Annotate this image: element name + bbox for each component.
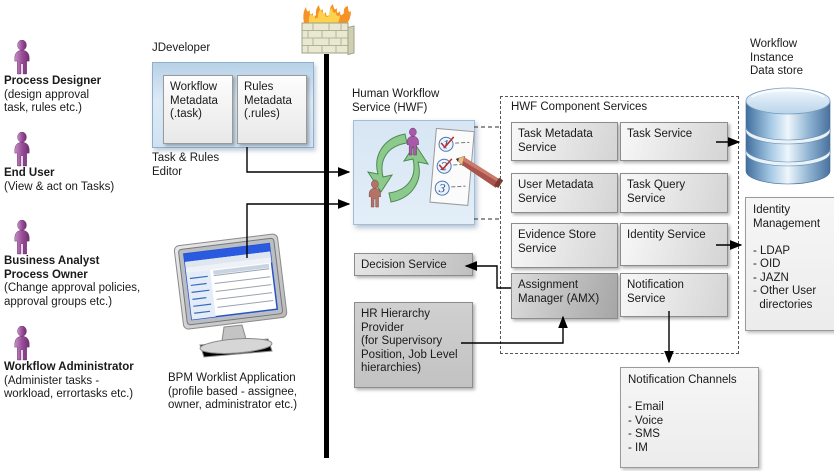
notification-service-box: Notification Service: [620, 273, 728, 317]
task-query-service-box: Task Query Service: [620, 173, 728, 213]
actor-name: Workflow Administrator: [4, 361, 134, 373]
actor-name: Business Analyst Process Owner: [4, 255, 100, 281]
checklist-icon: 123: [429, 127, 475, 206]
evidence-store-service-box: Evidence Store Service: [511, 223, 618, 268]
actor-desc: (Administer tasks - workload, errortasks…: [4, 374, 134, 401]
assignment-manager-box: Assignment Manager (AMX): [511, 273, 618, 319]
actor-name: Process Designer: [4, 75, 102, 87]
flames: [303, 4, 351, 25]
identity-service-box: Identity Service: [620, 223, 728, 266]
task-service-box: Task Service: [620, 122, 728, 161]
actor-end-user: End User (View & act on Tasks): [4, 132, 164, 194]
decision-service-box: Decision Service: [354, 253, 473, 276]
rules-metadata-box: Rules Metadata (.rules): [237, 75, 307, 144]
datastore-label: Workflow Instance Data store: [750, 38, 804, 77]
workflow-metadata-box: Workflow Metadata (.task): [163, 75, 233, 144]
task-metadata-service-box: Task Metadata Service: [511, 122, 618, 161]
svg-text:2: 2: [439, 160, 448, 174]
bpm-worklist-caption: BPM Worklist Application (profile based …: [168, 372, 298, 411]
task-rules-editor-caption: Task & Rules Editor: [152, 152, 220, 178]
identity-management-box: Identity Management - LDAP - OID - JAZN …: [745, 197, 834, 331]
database-icon: [745, 87, 831, 185]
user-metadata-service-box: User Metadata Service: [511, 173, 618, 213]
jdeveloper-box: Workflow Metadata (.task) Rules Metadata…: [152, 62, 314, 148]
person-icon: [14, 132, 30, 167]
actor-desc: (design approval task, rules etc.): [4, 88, 90, 115]
firewall-icon: [301, 4, 355, 56]
hwf-title: Human Workflow Service (HWF): [352, 88, 440, 114]
actor-process-designer: Process Designer (design approval task, …: [4, 40, 164, 116]
notification-channels-box: Notification Channels - Email - Voice - …: [620, 367, 759, 468]
person-icon: [14, 40, 30, 75]
actor-desc: (View & act on Tasks): [4, 180, 115, 193]
monitor-icon: [173, 233, 288, 358]
firewall-boundary-line: [324, 54, 329, 458]
actor-name: End User: [4, 167, 55, 179]
actor-desc: (Change approval policies, approval grou…: [4, 282, 141, 308]
workflow-cycle-icon: 123: [366, 127, 503, 208]
hwf-component-services-title: HWF Component Services: [511, 101, 648, 113]
jdeveloper-title: JDeveloper: [152, 42, 211, 54]
person-icon: [14, 220, 30, 255]
hr-hierarchy-box: HR Hierarchy Provider (for Supervisory P…: [354, 302, 473, 388]
actor-workflow-administrator: Workflow Administrator (Administer tasks…: [4, 326, 174, 402]
person-icon: [406, 127, 419, 156]
line-jdeveloper-to-hwf: [246, 147, 351, 177]
person-icon: [14, 326, 30, 361]
person-icon: [368, 179, 381, 208]
hwf-component-services-frame: [500, 96, 739, 354]
svg-text:3: 3: [438, 182, 446, 196]
actor-business-analyst: Business Analyst Process Owner (Change a…: [4, 220, 174, 309]
brick-wall: [301, 22, 355, 56]
